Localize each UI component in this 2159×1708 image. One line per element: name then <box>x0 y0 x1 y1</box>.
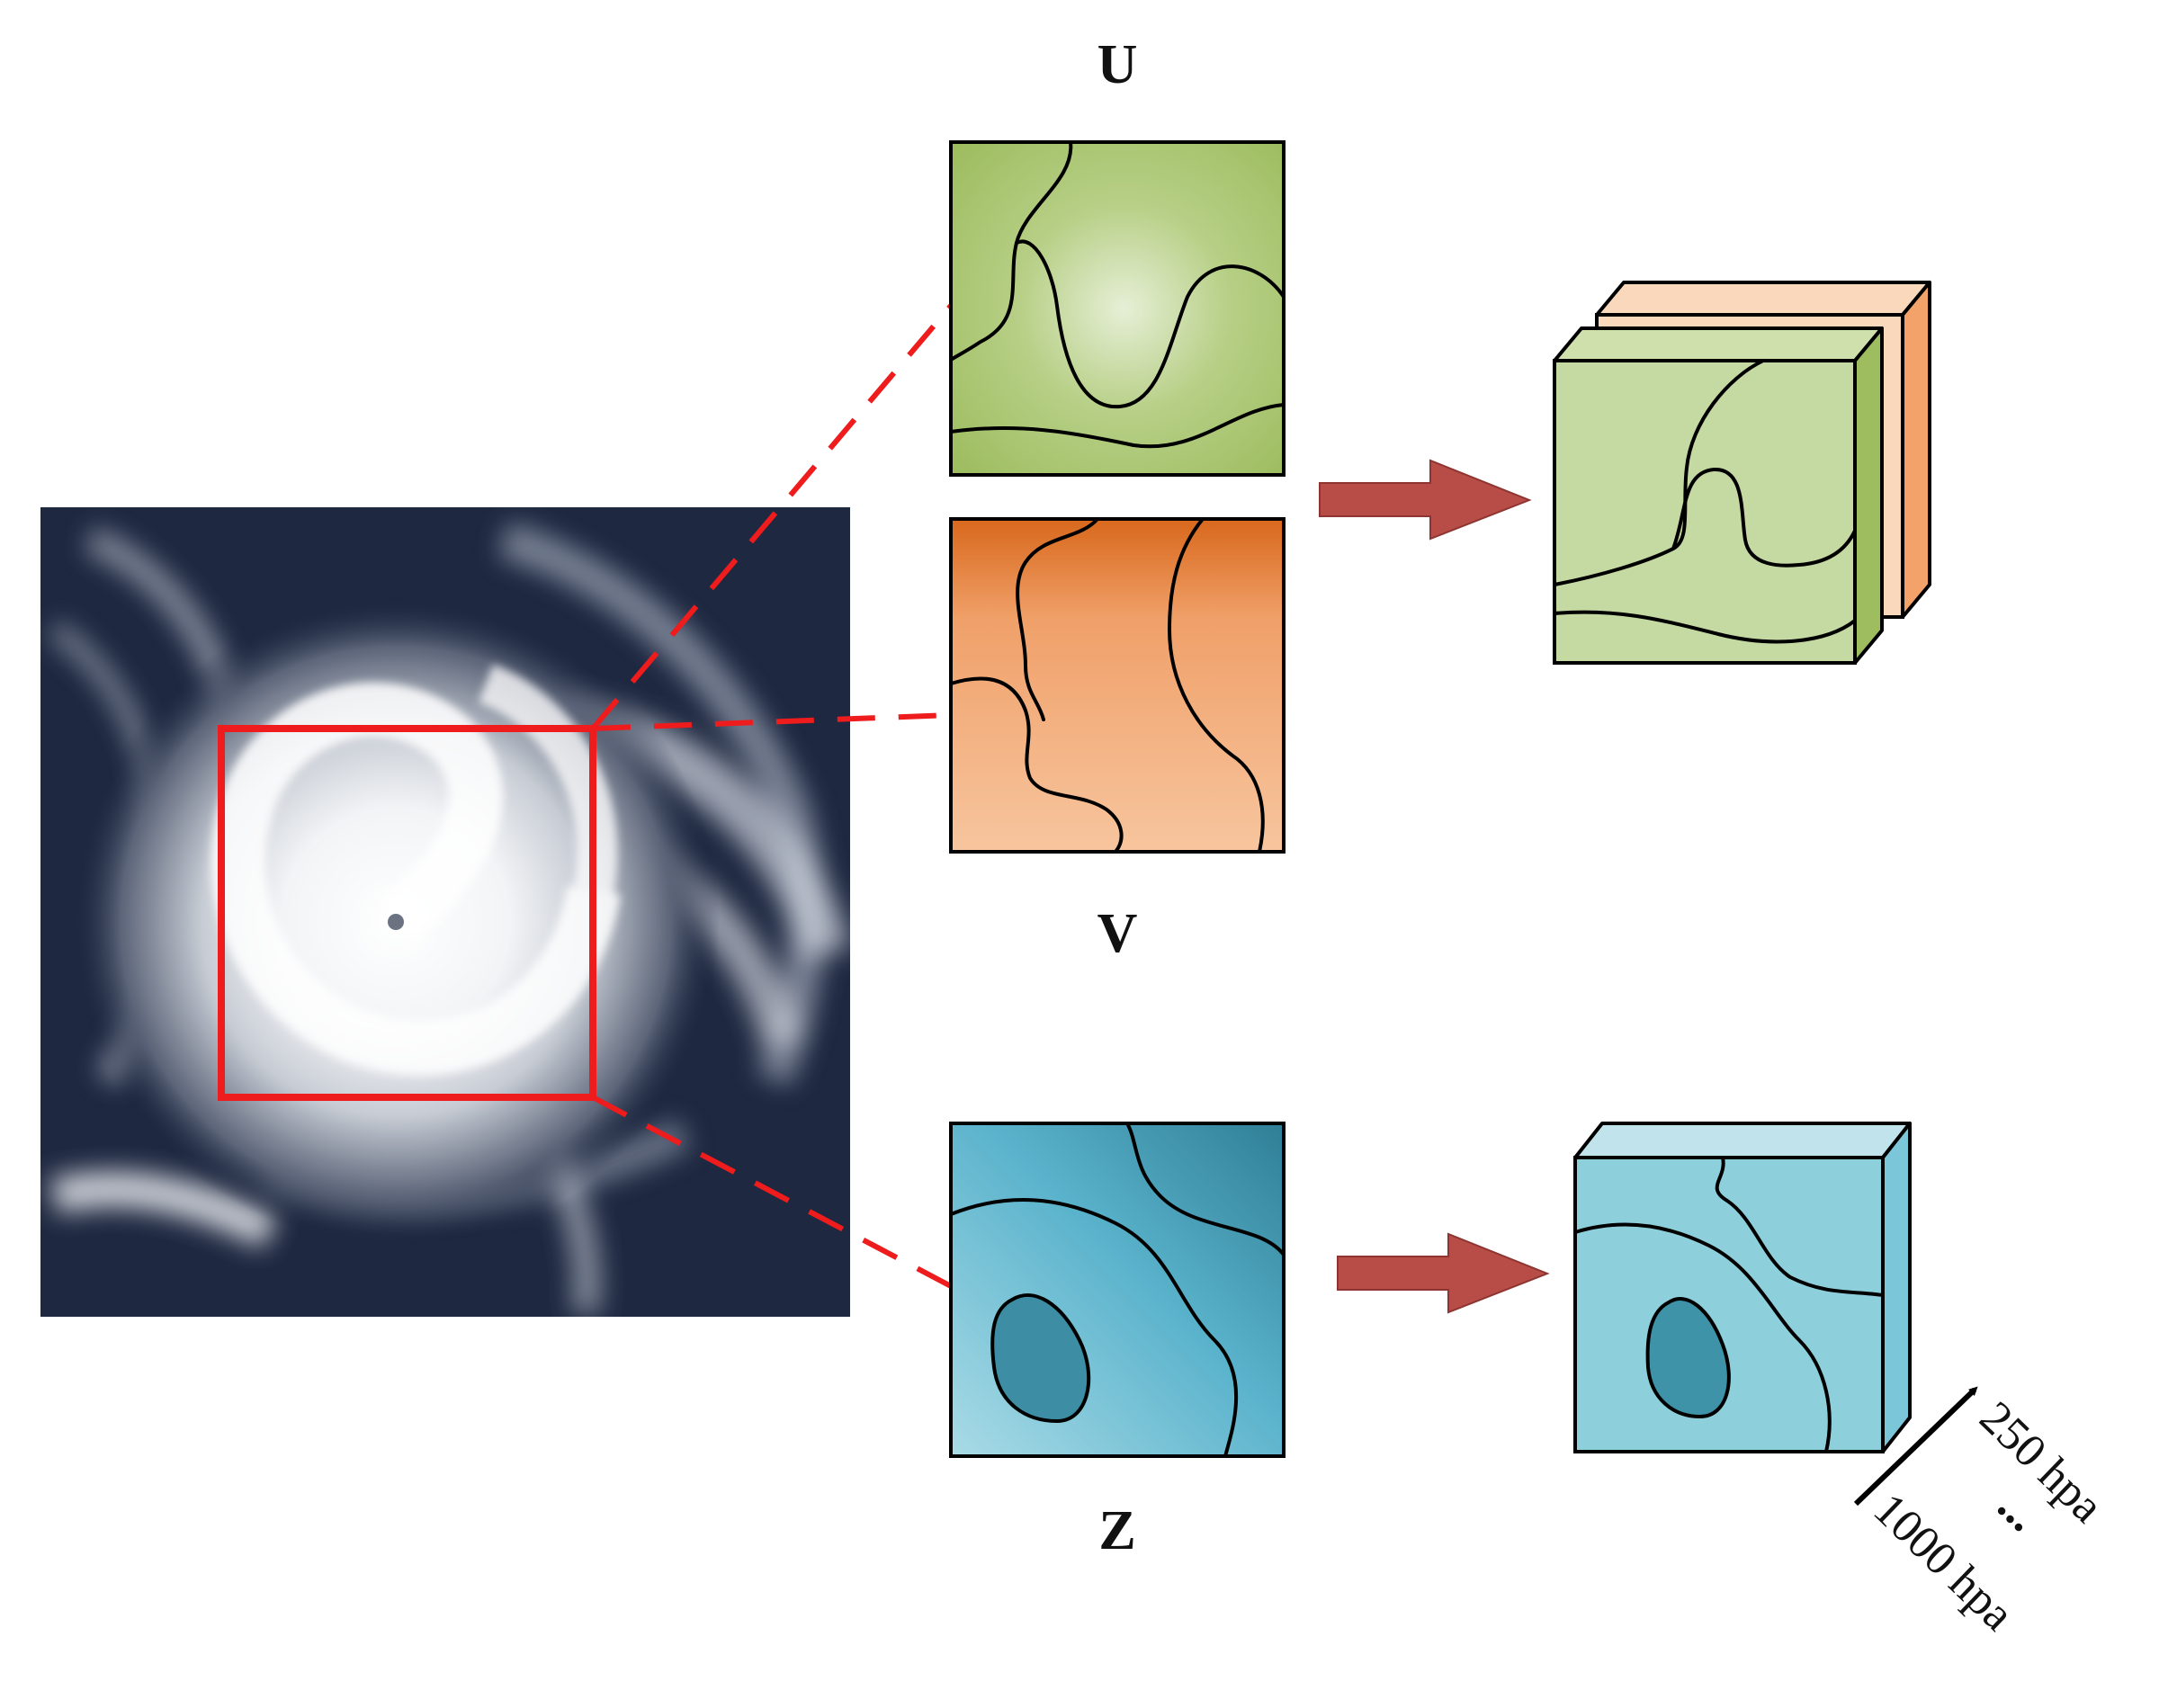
satellite-image <box>40 507 850 1317</box>
u-field-panel <box>949 140 1286 477</box>
z-label: Z <box>1098 1500 1135 1561</box>
uv-stacked-cube <box>1553 281 1931 665</box>
v-field-panel <box>949 517 1286 854</box>
z-cube <box>1573 1122 1912 1453</box>
arrow-uv-to-stack <box>1319 459 1532 541</box>
u-label: U <box>1097 34 1138 95</box>
arrow-z-to-cube <box>1337 1232 1550 1314</box>
z-field-panel <box>949 1122 1286 1458</box>
selection-box <box>218 725 596 1101</box>
pressure-axis-arrow <box>1853 1386 1978 1507</box>
dashed-connectors <box>590 304 954 1289</box>
v-label: V <box>1097 903 1138 964</box>
